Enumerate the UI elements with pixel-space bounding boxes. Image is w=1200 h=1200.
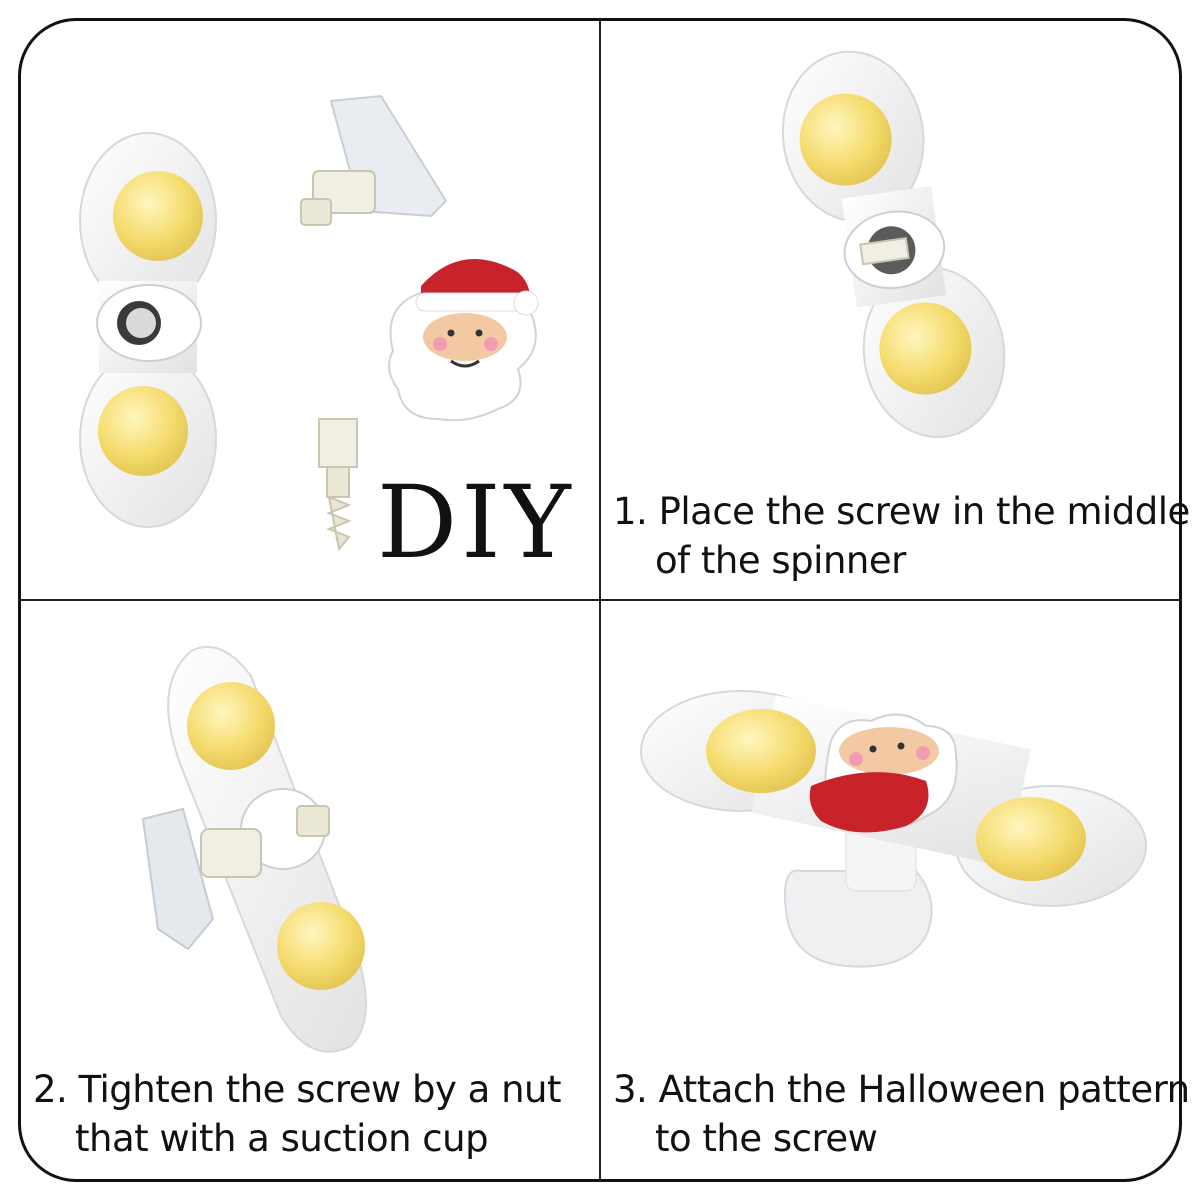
suction-cup-icon xyxy=(300,94,448,226)
spinner-icon xyxy=(167,646,367,1053)
parts-illustration xyxy=(79,94,539,552)
step-1-caption: 1. Place the screw in the middle of the … xyxy=(613,487,1190,585)
suction-cup-icon xyxy=(141,805,330,951)
step1-illustration xyxy=(781,50,1006,439)
panel-step-3: 3. Attach the Halloween pattern to the s… xyxy=(601,601,1190,1179)
step-3-caption: 3. Attach the Halloween pattern to the s… xyxy=(613,1065,1190,1163)
caption-line-2: to the screw xyxy=(655,1117,878,1160)
caption-line-1: 2. Tighten the screw by a nut xyxy=(33,1068,562,1111)
caption-line-2: that with a suction cup xyxy=(75,1117,489,1160)
panel-step-2: 2. Tighten the screw by a nut that with … xyxy=(21,601,599,1179)
panel-parts: DIY xyxy=(21,21,599,599)
spinner-icon xyxy=(640,690,1147,907)
horizontal-divider xyxy=(18,599,1182,601)
spinner-icon xyxy=(79,132,217,528)
step3-illustration xyxy=(640,690,1147,968)
vertical-divider xyxy=(599,20,601,1182)
step2-illustration xyxy=(141,646,367,1053)
diy-label: DIY xyxy=(377,464,575,581)
santa-face-icon xyxy=(388,259,539,422)
caption-line-1: 1. Place the screw in the middle xyxy=(613,490,1190,533)
caption-line-1: 3. Attach the Halloween pattern xyxy=(613,1068,1190,1111)
santa-face-icon xyxy=(809,713,958,833)
screw-icon xyxy=(318,418,358,552)
spinner-icon xyxy=(781,50,1006,439)
step-2-caption: 2. Tighten the screw by a nut that with … xyxy=(33,1065,562,1163)
panel-step-1: 1. Place the screw in the middle of the … xyxy=(601,21,1190,599)
caption-line-2: of the spinner xyxy=(655,539,906,582)
